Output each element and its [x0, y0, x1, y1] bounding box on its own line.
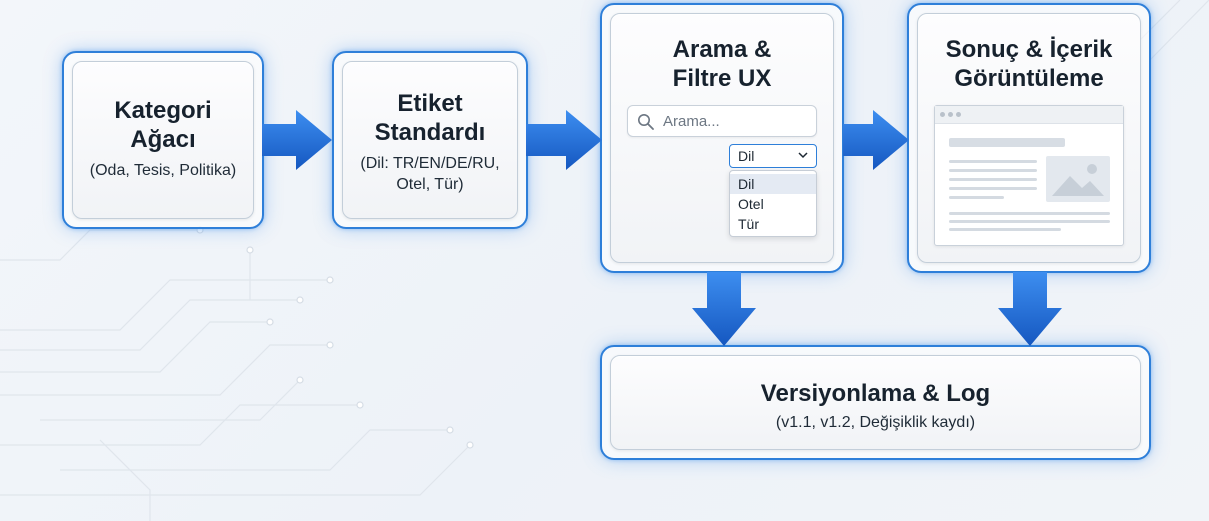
- versiyon-title: Versiyonlama & Log: [760, 380, 991, 407]
- chevron-down-icon: [798, 152, 808, 159]
- arrow-right-icon: [843, 110, 909, 170]
- versiyon-subtitle: (v1.1, v1.2, Değişiklik kaydı): [775, 414, 976, 431]
- dropdown-option-tur[interactable]: Tür: [738, 216, 759, 232]
- sonuc-title-line1: Sonuç & İçerik: [945, 36, 1113, 63]
- arama-title-line2: Filtre UX: [672, 65, 772, 92]
- arrow-down-icon: [692, 272, 756, 346]
- etiket-node-panel: Etiket Standardı (Dil: TR/EN/DE/RU, Otel…: [342, 61, 518, 219]
- search-placeholder: Arama...: [663, 113, 720, 130]
- kategori-node-panel: Kategori Ağacı (Oda, Tesis, Politika): [72, 61, 254, 219]
- dropdown-option-otel[interactable]: Otel: [738, 196, 764, 212]
- versiyon-node-panel: Versiyonlama & Log (v1.1, v1.2, Değişikl…: [610, 355, 1141, 450]
- etiket-subtitle-line1: (Dil: TR/EN/DE/RU,: [360, 155, 500, 172]
- browser-titlebar: [935, 106, 1123, 124]
- arama-title-line1: Arama &: [672, 36, 772, 63]
- arrow-right-icon: [262, 110, 332, 170]
- preview-headline: [949, 138, 1065, 147]
- kategori-title-line1: Kategori: [114, 97, 212, 124]
- etiket-title-line2: Standardı: [374, 119, 486, 146]
- language-select[interactable]: Dil: [729, 144, 817, 168]
- select-dropdown: Dil Otel Tür: [729, 170, 817, 237]
- select-value: Dil: [738, 148, 755, 164]
- image-placeholder-icon: [1046, 156, 1110, 202]
- etiket-title-line1: Etiket: [397, 90, 463, 117]
- arrow-right-icon: [526, 110, 602, 170]
- kategori-subtitle: (Oda, Tesis, Politika): [89, 162, 237, 179]
- content-preview-window: [934, 105, 1124, 246]
- sonuc-title-line2: Görüntüleme: [954, 65, 1104, 92]
- kategori-title-line2: Ağacı: [130, 126, 196, 153]
- search-input[interactable]: Arama...: [627, 105, 817, 137]
- etiket-subtitle-line2: Otel, Tür): [396, 176, 464, 193]
- search-icon: [638, 114, 654, 130]
- arrow-down-icon: [998, 272, 1062, 346]
- dropdown-option-dil[interactable]: Dil: [730, 174, 816, 194]
